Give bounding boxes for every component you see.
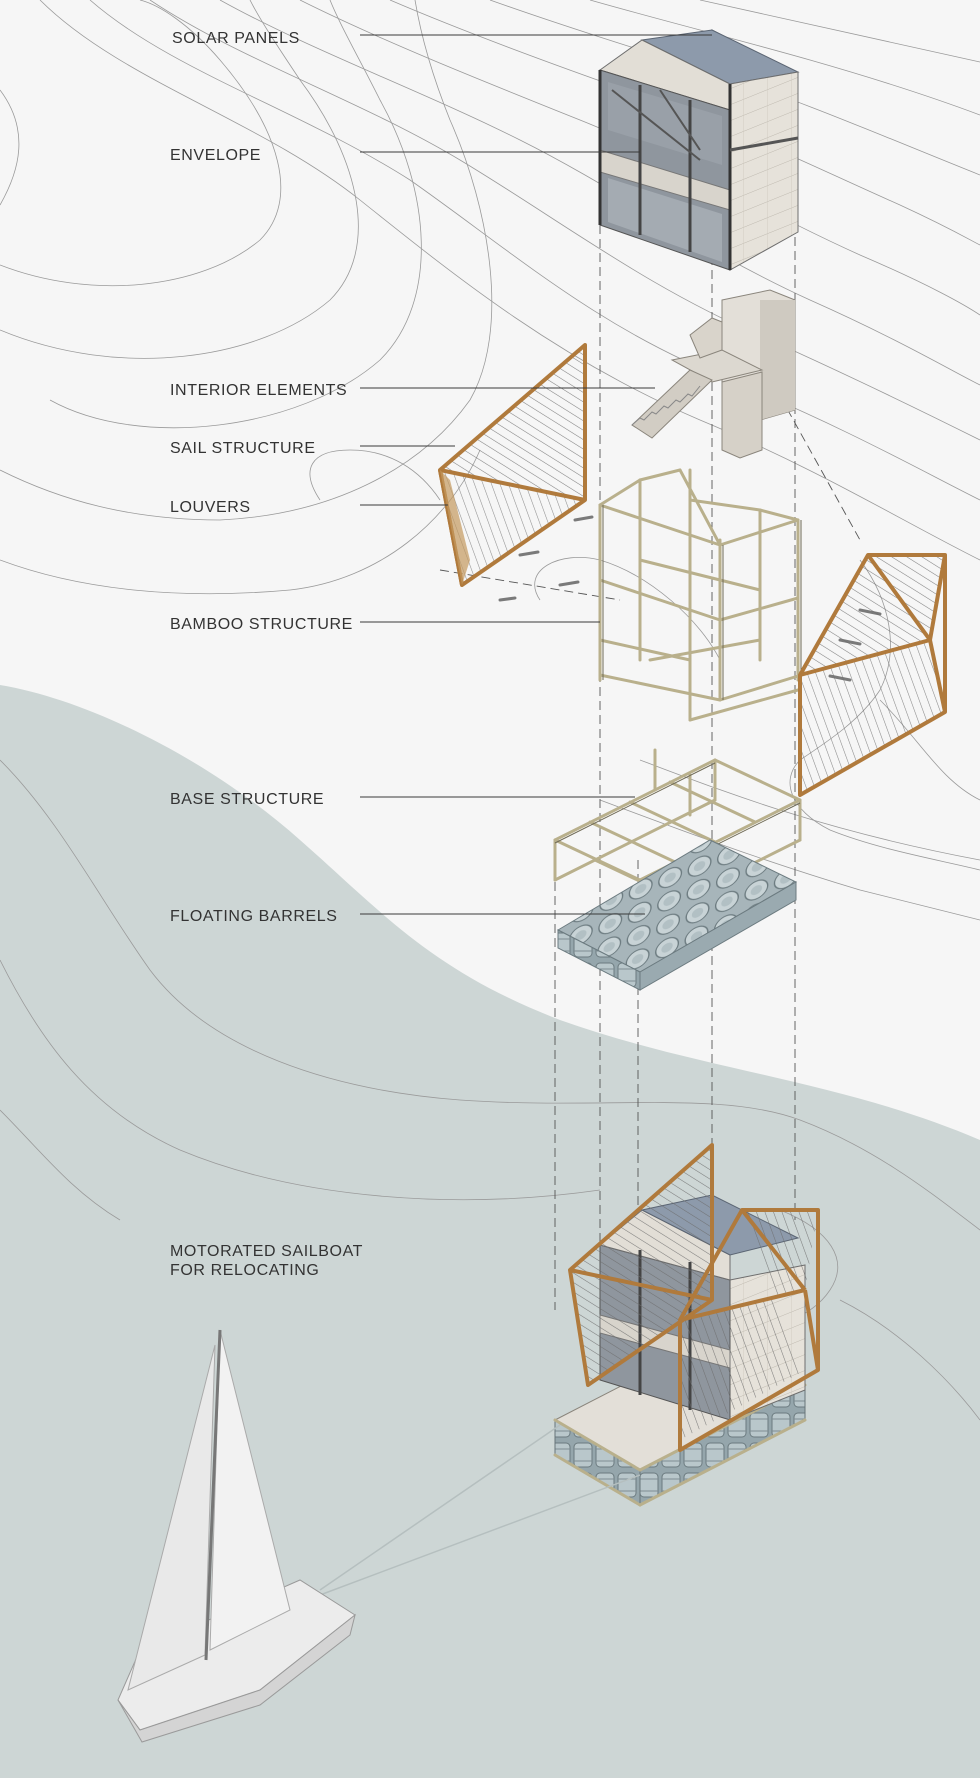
left-louver-surface-lower <box>440 470 585 585</box>
assembled-left-louver <box>570 1145 712 1385</box>
assembled-right-louver <box>680 1210 818 1440</box>
label-floating-barrels: FLOATING BARRELS <box>170 908 338 925</box>
label-solar-panels: SOLAR PANELS <box>172 30 300 47</box>
right-louver-surface-lower <box>800 640 945 795</box>
label-bamboo-structure: BAMBOO STRUCTURE <box>170 616 353 633</box>
louver-pins <box>498 515 594 602</box>
label-interior-elements: INTERIOR ELEMENTS <box>170 382 347 399</box>
label-sailboat-line1: MOTORATED SAILBOAT <box>170 1243 363 1260</box>
leader-lines <box>360 34 712 915</box>
left-sail-structure <box>438 343 594 602</box>
interior-lower-column <box>721 371 763 459</box>
label-sailboat-line2: FOR RELOCATING <box>170 1262 319 1279</box>
interior-upper-stair <box>689 317 723 359</box>
right-sail-structure <box>798 553 947 797</box>
envelope-upper-glazing <box>608 82 722 165</box>
label-sail-structure: SAIL STRUCTURE <box>170 440 316 457</box>
interior-elements-module <box>631 289 796 459</box>
left-louver-surface-upper <box>440 345 585 500</box>
right-sail-frame <box>798 553 947 797</box>
floating-barrels-module <box>556 839 798 991</box>
sailboat-mast <box>204 1329 222 1661</box>
contour-lines <box>0 0 980 1421</box>
labels: SOLAR PANELS ENVELOPE INTERIOR ELEMENTS … <box>170 30 363 1279</box>
sailboat-jib <box>127 1344 216 1691</box>
sailboat-mainsail <box>209 1329 291 1651</box>
envelope-lower-glazing <box>608 178 722 262</box>
label-base-structure: BASE STRUCTURE <box>170 791 324 808</box>
assembled-house <box>553 1143 820 1507</box>
envelope-module <box>598 29 800 271</box>
label-louvers: LOUVERS <box>170 499 251 516</box>
bamboo-structure-module <box>598 468 882 722</box>
left-louver-edge <box>440 470 470 585</box>
assembled-right-sail-frame <box>678 1208 820 1452</box>
barrels-side-right <box>639 881 797 991</box>
label-envelope: ENVELOPE <box>170 147 261 164</box>
sailboat <box>117 1329 641 1743</box>
